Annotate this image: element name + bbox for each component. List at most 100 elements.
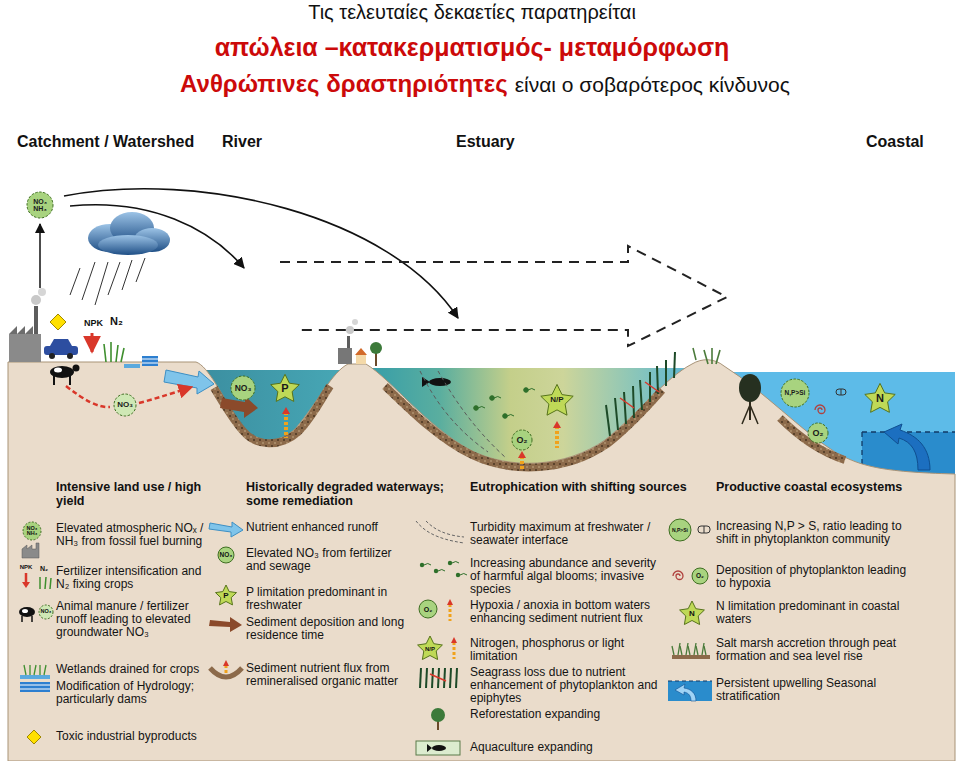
marsh-grass: [711, 348, 713, 364]
legend-icon: [22, 522, 41, 558]
wetland-icon: [142, 359, 158, 360]
phytoplankton-deposition: [815, 405, 825, 414]
nutrient-star: N/P: [539, 382, 575, 418]
algal-bloom: [424, 564, 431, 566]
algal-bloom: [503, 414, 508, 419]
seagrass: [649, 372, 651, 402]
groundwater-arrow: [139, 387, 192, 403]
legend-icon: [420, 668, 457, 688]
legend-text: Elevated atmospheric NOₓ / NH₃ from foss…: [56, 522, 206, 548]
town-icon: [355, 348, 367, 355]
flux-head: [447, 599, 453, 605]
mangrove-tree: [742, 405, 758, 424]
legend-icon: [431, 708, 445, 730]
fish-icon: [427, 744, 432, 752]
nutrient-circle: [512, 430, 532, 450]
legend-text: Nitrogen, phosphorus or light limitation: [470, 637, 662, 663]
wetland-icon: [44, 665, 46, 675]
legend-text: Deposition of phytoplankton leading to h…: [716, 564, 916, 590]
deposition-curl: [673, 571, 683, 580]
groundwater-arrow: [66, 386, 110, 407]
salt-marsh: [694, 643, 696, 655]
crop-icon: [104, 342, 124, 362]
algal-bloom: [474, 406, 479, 411]
legend-text: Aquaculture expanding: [470, 741, 662, 754]
water-body: [862, 431, 955, 432]
seagrass-loss: [430, 674, 446, 681]
town-icon: [356, 355, 366, 364]
algal-bloom: [528, 389, 535, 391]
upwelling-arrow: [675, 684, 696, 701]
flux-arrow: [284, 412, 288, 438]
subtitle: απώλεια –κατακερματισμός- μεταμόρφωση: [215, 33, 730, 62]
legend-icon: [668, 681, 712, 701]
legend-icon: [19, 605, 53, 622]
nutrient-star: [541, 384, 573, 415]
subtitle: είναι ο σοβαρότερος κίνδυνος: [515, 73, 790, 97]
legend-icon: [420, 561, 467, 577]
sediment-layer: [780, 418, 845, 460]
rain: [82, 262, 95, 300]
cow-icon: [50, 365, 80, 386]
nutrient-star: N: [863, 381, 897, 415]
fish-icon: [429, 378, 451, 386]
rain: [108, 262, 120, 295]
seagrass: [456, 668, 457, 688]
section-label: River: [222, 133, 262, 151]
marsh-grass: [693, 348, 720, 364]
salt-marsh: [686, 643, 688, 655]
legend-icon: [209, 617, 242, 632]
node-text: NO₃: [117, 401, 133, 409]
icon-label: NPK: [18, 564, 34, 570]
legend-icon: [418, 636, 457, 660]
fish-icon: [432, 745, 446, 751]
legend-icon: [416, 521, 464, 543]
node-text: N: [876, 393, 884, 404]
rain: [95, 262, 108, 305]
diatom-icon: [836, 389, 846, 395]
factory-icon: [38, 288, 46, 296]
cow-icon: [21, 616, 23, 622]
algal-bloom: [434, 569, 438, 573]
seagrass: [606, 405, 610, 436]
flow-arrow: [280, 246, 727, 346]
wetland-icon: [39, 665, 40, 675]
legend-icon: [669, 519, 710, 541]
cow-icon: [31, 616, 33, 622]
nutrient-circle: [419, 600, 437, 618]
rain: [122, 260, 132, 290]
stratification-line: [668, 680, 712, 681]
turbidity-line: [438, 371, 506, 458]
diatom-icon: [704, 526, 705, 533]
factory-icon: [22, 543, 39, 558]
page-title: Τις τελευταίες δεκαετίες παρατηρείται: [0, 1, 944, 24]
upwelling-box: [668, 681, 712, 701]
flux-stick: [225, 665, 228, 675]
cow-icon: [73, 365, 80, 372]
cow-icon: [69, 376, 71, 385]
rain-cloud: [98, 235, 158, 255]
salt-marsh: [704, 646, 706, 655]
legend-text: Wetlands drained for crops: [56, 663, 206, 676]
legend-icon: [210, 660, 242, 677]
node-text: NO₃ NH₃: [31, 198, 49, 212]
legend-icon: [419, 599, 453, 621]
flux-arrow: [282, 407, 561, 470]
fertilizer-arrow: [25, 573, 28, 583]
legend-icon: [672, 643, 710, 659]
seagrass: [432, 668, 433, 688]
flux-head: [223, 660, 229, 666]
factory-icon: [9, 288, 46, 362]
node-text: NO₃: [235, 384, 252, 393]
mangrove-tree: [739, 374, 761, 402]
crop-icon: [110, 342, 112, 362]
section-label: Estuary: [456, 133, 515, 151]
seagrass: [606, 352, 675, 436]
cow-icon: [53, 376, 55, 385]
flux-arrow: [518, 451, 526, 458]
nutrient-circle: [218, 547, 234, 563]
deposition-arrow: [70, 205, 244, 268]
marsh-grass: [704, 350, 708, 364]
legend-heading: Productive coastal ecosystems: [716, 480, 948, 494]
toxic-diamond: [27, 730, 41, 744]
